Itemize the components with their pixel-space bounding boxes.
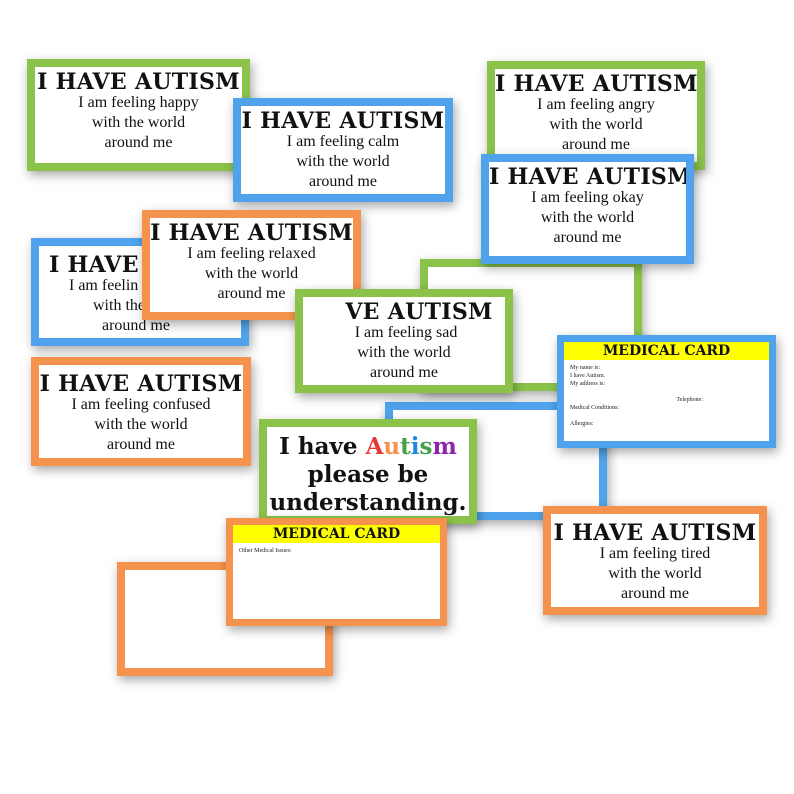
card-feeling-sad: VE AUTISM I am feeling sad with the worl… (295, 289, 513, 393)
understanding-line-2: please be (307, 461, 429, 488)
field-telephone: Telephone: (676, 397, 703, 403)
field-have-autism: I have Autism. (570, 373, 606, 379)
card-feeling-okay: I HAVE AUTISM I am feeling okay with the… (481, 154, 694, 264)
card-line-2: with the world (296, 153, 390, 170)
card-title: I HAVE AUTISM (37, 69, 240, 95)
card-line-2: with the world (540, 209, 635, 226)
autism-letter: i (410, 433, 420, 460)
card-line-2: with the world (94, 416, 188, 433)
autism-letter: m (432, 433, 457, 460)
medical-card-fields: My name is: I have Autism. My address is… (564, 360, 769, 432)
card-line-2: with the (93, 297, 145, 314)
medical-card-back: MEDICAL CARD Other Medical Issues: (226, 518, 447, 626)
card-line-1: I am feeling happy (78, 94, 199, 111)
field-address: My address is: (570, 381, 605, 387)
field-other-issues: Other Medical Issues: (239, 548, 292, 554)
card-feeling-happy: I HAVE AUTISM I am feeling happy with th… (27, 59, 250, 171)
card-line-1: I am feeling calm (286, 133, 400, 150)
field-name: My name is: (570, 365, 600, 371)
field-allergies: Allergies: (570, 421, 594, 427)
card-line-1: I am feeling confused (71, 396, 211, 413)
card-title: I HAVE AUTISM (150, 220, 353, 246)
card-title: I HAVE AUTISM (553, 520, 757, 546)
card-feeling-calm: I HAVE AUTISM I am feeling calm with the… (233, 98, 453, 202)
card-line-3: around me (309, 173, 377, 190)
autism-letter: t (400, 433, 411, 460)
card-title: I HAVE AUTISM (39, 371, 243, 397)
understanding-prefix: I have (279, 433, 366, 460)
card-feeling-angry: I HAVE AUTISM I am feeling angry with th… (487, 61, 705, 170)
card-line-3: around me (370, 364, 438, 381)
card-line-2: with the world (357, 344, 451, 361)
card-feeling-tired: I HAVE AUTISM I am feeling tired with th… (543, 506, 767, 615)
field-conditions: Medical Conditions: (570, 405, 620, 411)
card-line-3: around me (107, 436, 175, 453)
card-title: I HAVE AUTISM (489, 164, 692, 190)
card-line-3: around me (553, 229, 622, 246)
card-line-1: I am feeling sad (354, 324, 458, 341)
card-line-3: around me (217, 285, 286, 302)
card-line-3: around me (621, 585, 689, 602)
card-line-1: I am feelin (69, 277, 139, 294)
understanding-line-1: I have Autism (267, 433, 469, 461)
card-title: VE AUTISM (345, 299, 493, 325)
autism-rainbow-word: Autism (366, 433, 457, 460)
card-please-be-understanding: I have Autism please be understanding. (259, 419, 477, 524)
medical-card-title: MEDICAL CARD (564, 342, 769, 360)
autism-letter: s (419, 433, 433, 460)
card-line-3: around me (102, 317, 170, 334)
medical-card-title: MEDICAL CARD (233, 525, 440, 543)
understanding-line-3: understanding. (269, 489, 467, 516)
card-line-2: with the world (549, 116, 643, 133)
autism-letter: u (383, 433, 401, 460)
card-title: I HAVE AUTISM (495, 71, 698, 97)
card-line-3: around me (562, 136, 630, 153)
card-feeling-confused: I HAVE AUTISM I am feeling confused with… (31, 357, 251, 466)
card-line-2: with the world (608, 565, 702, 582)
card-line-2: with the world (91, 114, 186, 131)
card-line-2: with the world (204, 265, 299, 282)
card-line-1: I am feeling tired (599, 545, 711, 562)
card-line-1: I am feeling relaxed (187, 245, 316, 262)
autism-letter: A (365, 433, 384, 460)
card-line-1: I am feeling angry (537, 96, 655, 113)
card-title: I HAVE AUTISM (241, 108, 445, 134)
card-line-1: I am feeling okay (531, 189, 644, 206)
card-title: I HAVE A (49, 252, 165, 278)
medical-card-fields: Other Medical Issues: (233, 543, 440, 559)
medical-card-front: MEDICAL CARD My name is: I have Autism. … (557, 335, 776, 448)
card-line-3: around me (104, 134, 173, 151)
